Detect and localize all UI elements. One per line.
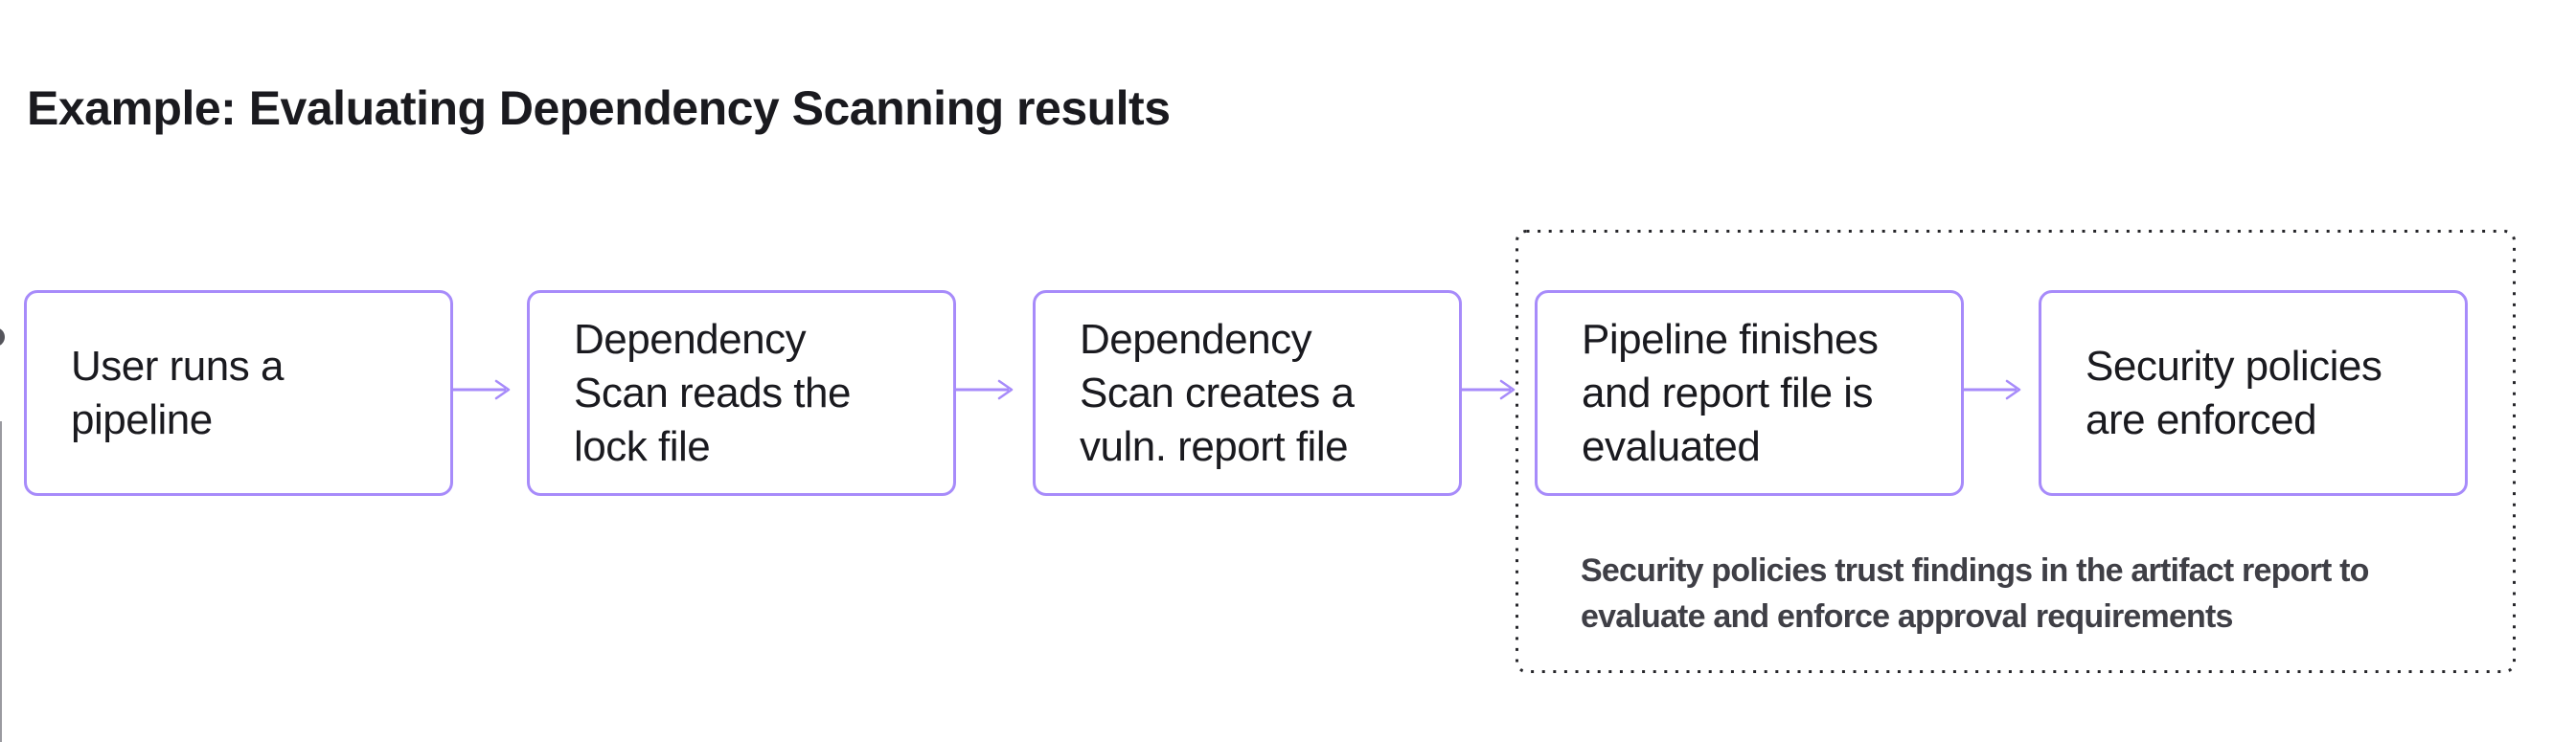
flow-node-label: Dependency Scan creates a vuln. report f…: [1080, 315, 1355, 470]
flow-node-label: Pipeline finishes and report file is eva…: [1582, 315, 1879, 470]
arrow-head-icon-3: [1499, 379, 1516, 400]
flow-node-dep-scan-creates-report: Dependency Scan creates a vuln. report f…: [1033, 290, 1462, 496]
flow-node-user-runs-pipeline: User runs a pipeline: [24, 290, 453, 496]
policy-group-dotted-border: [1516, 230, 2516, 673]
arrow-head-icon-4: [2005, 379, 2021, 400]
flow-node-security-policies-enforced: Security policies are enforced: [2039, 290, 2468, 496]
cropped-node-fragment: [0, 328, 5, 346]
page-title: Example: Evaluating Dependency Scanning …: [27, 81, 1171, 135]
flow-node-pipeline-finishes: Pipeline finishes and report file is eva…: [1535, 290, 1964, 496]
arrow-head-icon-1: [494, 379, 511, 400]
flow-node-label: Security policies are enforced: [2086, 342, 2382, 443]
flow-node-label: Dependency Scan reads the lock file: [574, 315, 851, 470]
flow-node-label: User runs a pipeline: [71, 342, 284, 443]
flow-node-dep-scan-reads-lock-file: Dependency Scan reads the lock file: [527, 290, 956, 496]
arrow-head-icon-2: [997, 379, 1014, 400]
policy-group-note: Security policies trust findings in the …: [1581, 552, 2369, 635]
